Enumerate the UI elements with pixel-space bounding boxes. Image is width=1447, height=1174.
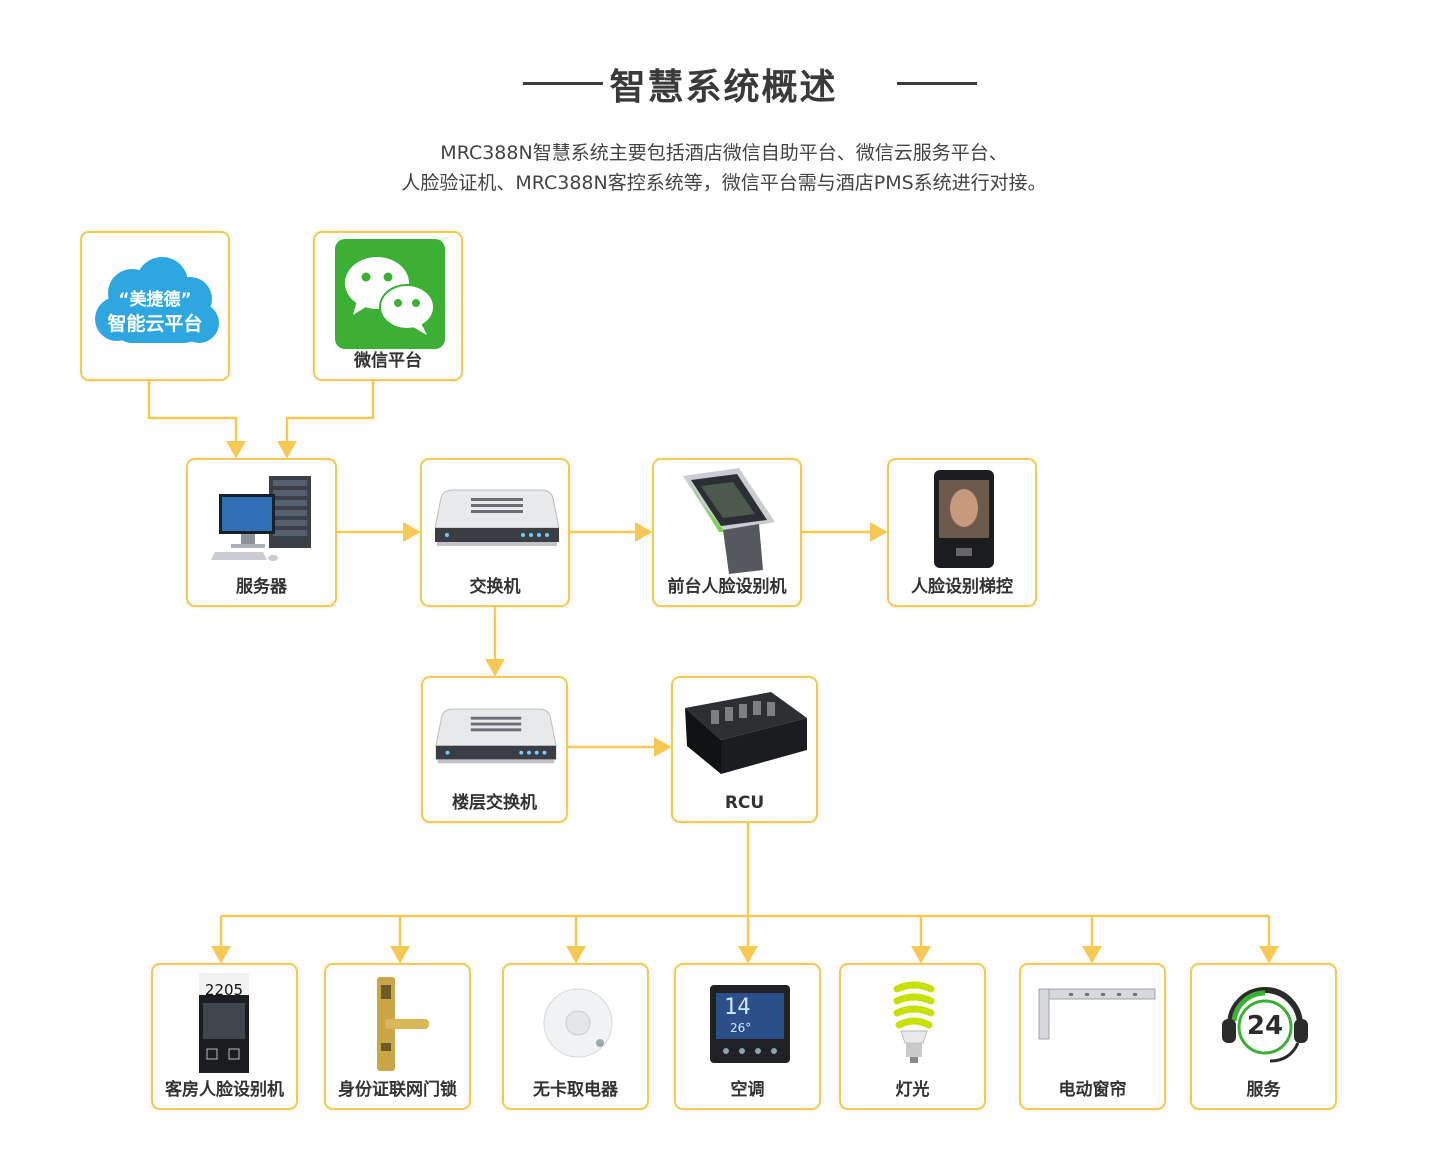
ac-label: 空调 — [676, 1075, 819, 1100]
node-light: 灯光 — [839, 963, 986, 1110]
id-lock-label: 身份证联网门锁 — [326, 1075, 469, 1100]
node-ac: 14 26° 空调 — [674, 963, 821, 1110]
node-rcu: RCU — [671, 676, 818, 823]
door-lock-icon — [371, 975, 431, 1075]
rcu-label: RCU — [673, 793, 816, 813]
face-kiosk-icon — [679, 466, 779, 576]
node-front-face: 前台人脸设别机 — [652, 458, 802, 607]
node-room-face: 2205 客房人脸设别机 — [151, 963, 298, 1110]
node-id-lock: 身份证联网门锁 — [324, 963, 471, 1110]
edge-cloud-server — [149, 380, 236, 456]
node-switch: 交换机 — [420, 458, 570, 607]
switch-label: 交换机 — [422, 572, 568, 597]
network-switch-icon — [431, 488, 563, 558]
server-label: 服务器 — [188, 572, 335, 597]
cloud-text-line-2: 智能云平台 — [82, 309, 228, 336]
node-face-elevator: 人脸设别梯控 — [887, 458, 1037, 607]
curtain-label: 电动窗帘 — [1021, 1075, 1164, 1100]
floor-switch-label: 楼层交换机 — [423, 788, 566, 813]
face-elevator-label: 人脸设别梯控 — [889, 572, 1035, 597]
sensor-icon — [538, 983, 618, 1063]
face-terminal-icon — [934, 470, 994, 568]
front-face-label: 前台人脸设别机 — [654, 572, 800, 597]
node-floor-switch: 楼层交换机 — [421, 676, 568, 823]
node-server: 服务器 — [186, 458, 337, 607]
wechat-icon — [335, 239, 445, 349]
service-badge: 24 — [1220, 1011, 1310, 1041]
room-number: 2205 — [199, 981, 249, 999]
cloud-text-line-1: “美捷德” — [82, 285, 228, 310]
light-label: 灯光 — [841, 1075, 984, 1100]
network-switch-icon — [432, 706, 560, 776]
node-cardless: 无卡取电器 — [502, 963, 649, 1110]
cardless-label: 无卡取电器 — [504, 1075, 647, 1100]
service-label: 服务 — [1192, 1075, 1335, 1100]
node-cloud-platform: “美捷德” 智能云平台 — [80, 231, 230, 381]
ac-reading: 14 — [724, 995, 751, 1020]
curtain-track-icon — [1029, 985, 1159, 1045]
node-service: 24 服务 — [1190, 963, 1337, 1110]
node-wechat-platform: 微信平台 — [313, 231, 463, 381]
bulb-icon — [889, 981, 939, 1067]
ac-sub-reading: 26° — [730, 1021, 751, 1035]
edge-wechat-server — [287, 380, 373, 456]
node-curtain: 电动窗帘 — [1019, 963, 1166, 1110]
rcu-box-icon — [681, 688, 811, 778]
wechat-label: 微信平台 — [315, 346, 461, 371]
room-face-label: 客房人脸设别机 — [153, 1075, 296, 1100]
server-computer-icon — [205, 470, 325, 570]
